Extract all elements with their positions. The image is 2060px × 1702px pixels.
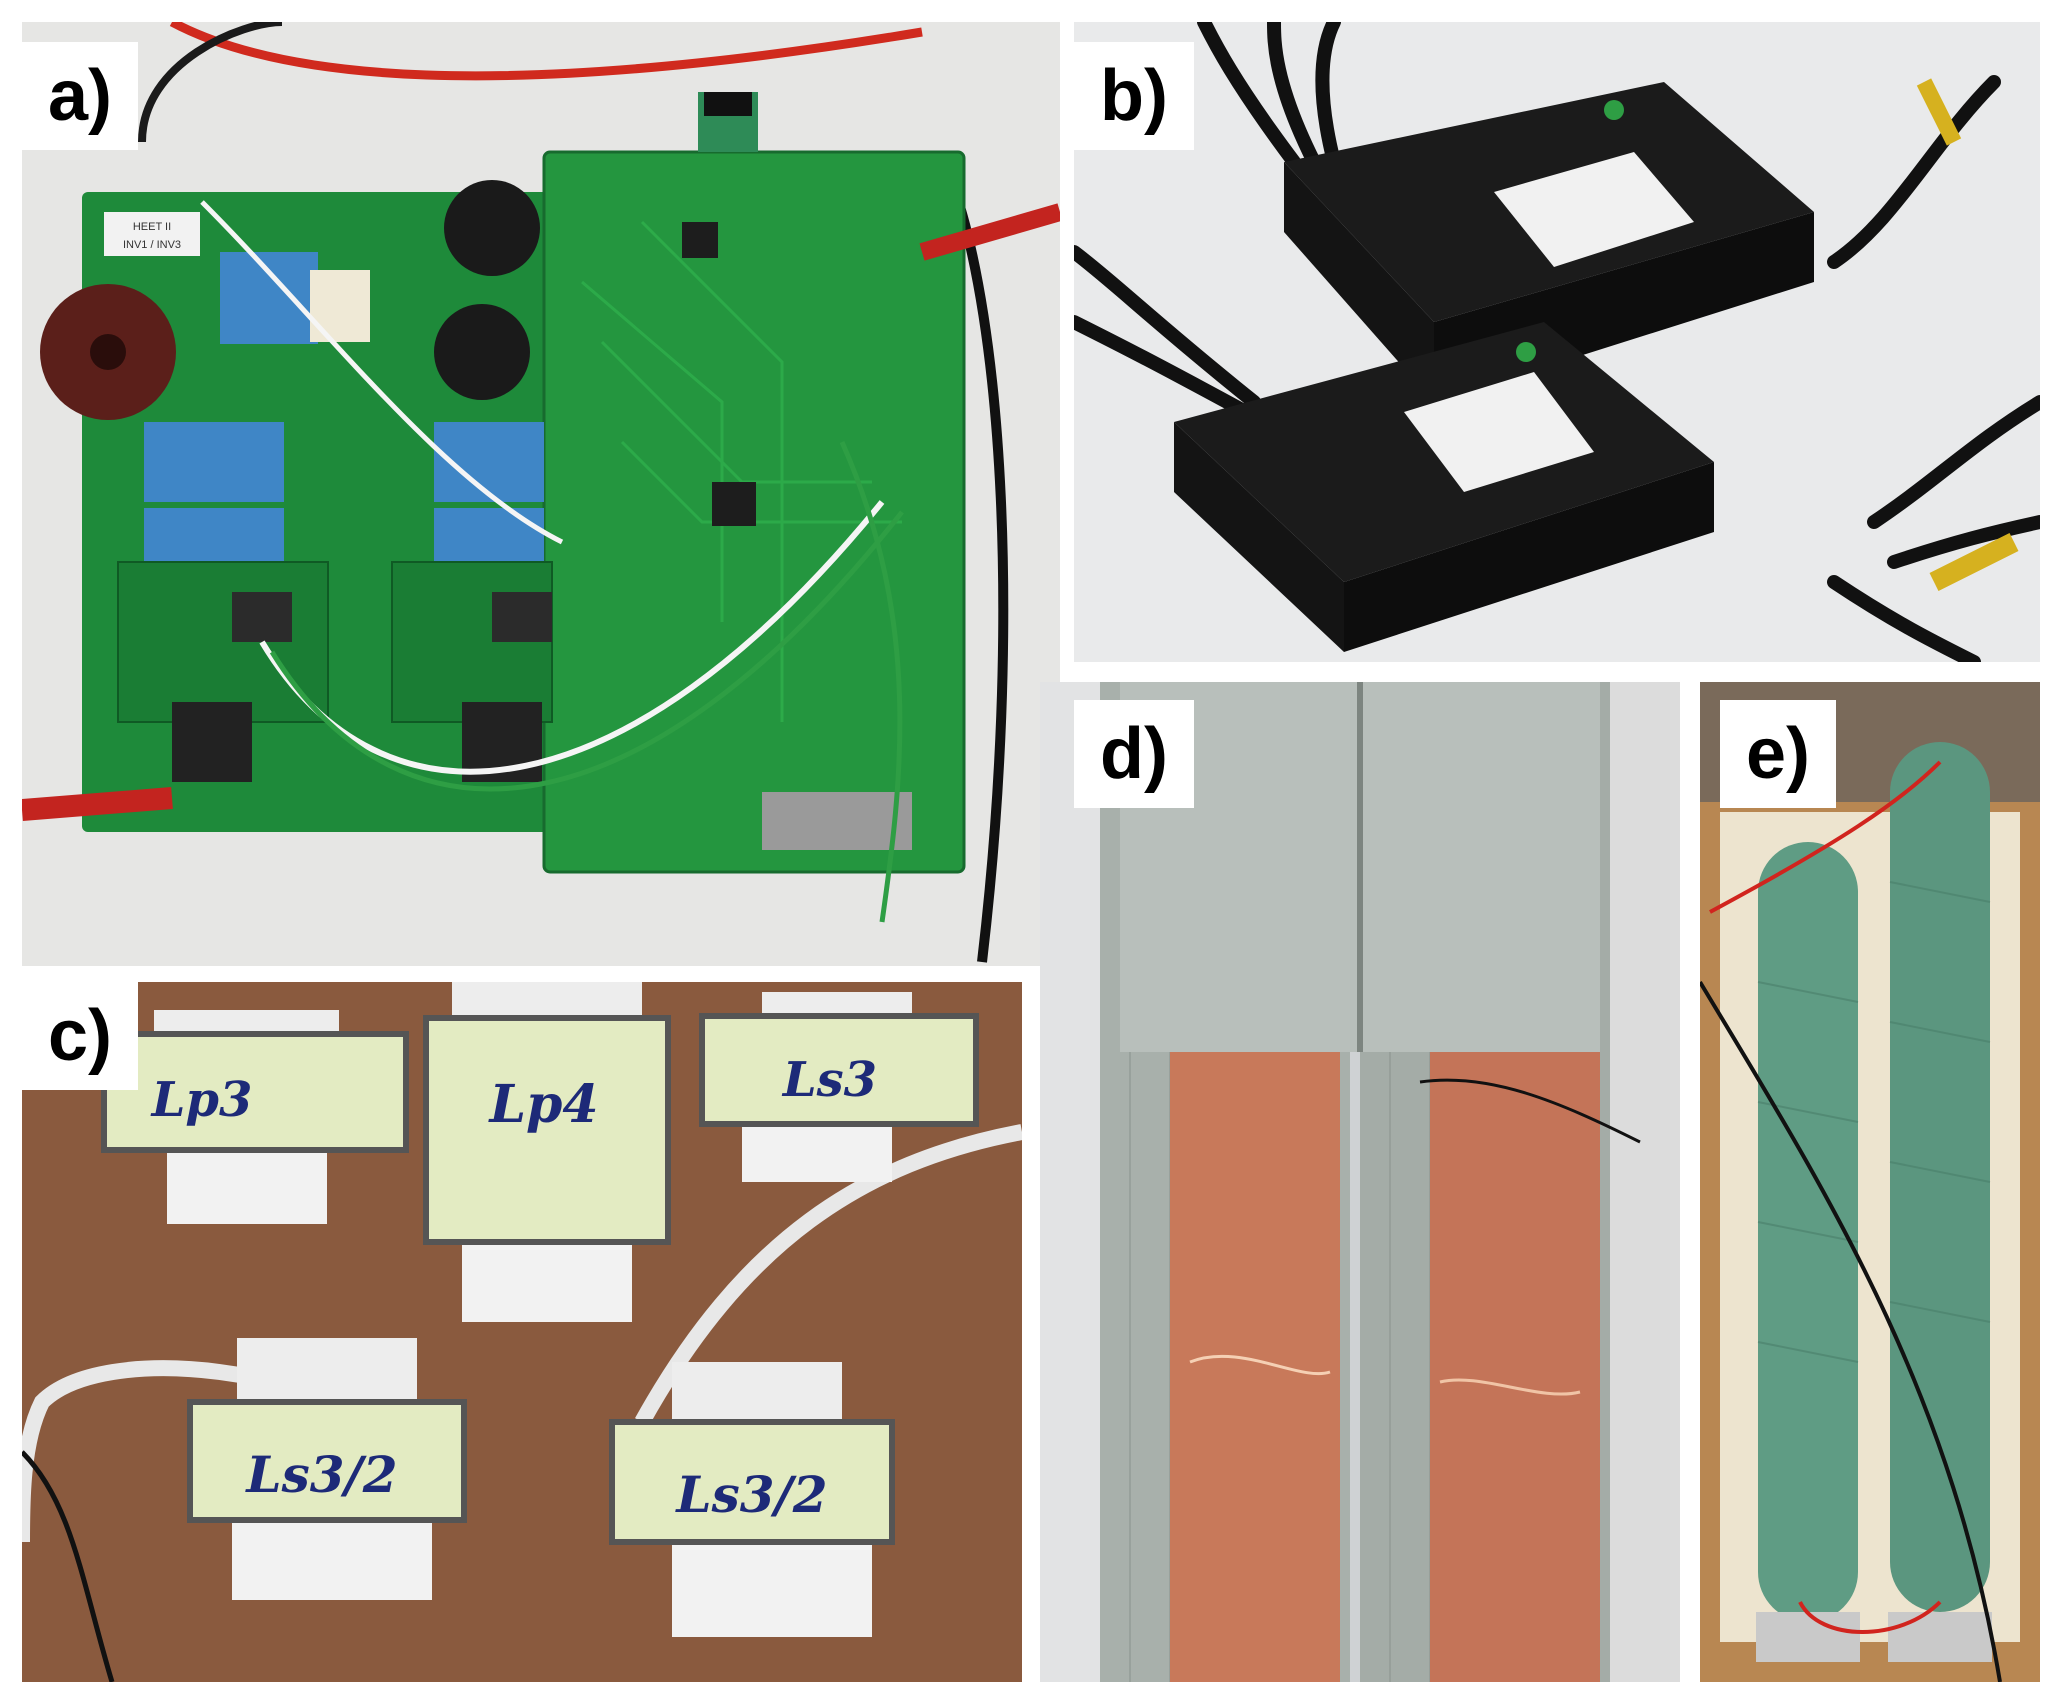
inductor-label-lp3: Lp3 (150, 1072, 253, 1128)
inductor-lp4: Lp4 (423, 982, 671, 1322)
pcb-silkscreen-line1: HEET II (133, 221, 171, 233)
inductor-ls3: Ls3 (699, 992, 979, 1182)
panel-label-c: c) (22, 982, 139, 1090)
pcb-photo: HEET II INV1 / INV3 (22, 22, 1060, 966)
inductor-ls3-2-left: Ls3/2 (187, 1338, 467, 1600)
inductors-photo: Lp3 Lp4 Ls3 Ls3/2 Ls3/2 (22, 982, 1022, 1682)
inductor-label-lp4: Lp4 (487, 1074, 598, 1135)
panel-e-photo (1700, 682, 2040, 1682)
panel-d-photo (1040, 682, 1680, 1682)
panel-label-b: b) (1074, 42, 1194, 150)
copper-photo (1040, 682, 1680, 1682)
inductor-lp3: Lp3 (101, 1010, 409, 1224)
modules-photo (1074, 22, 2040, 662)
pcb-silkscreen-line2: INV1 / INV3 (123, 239, 181, 251)
panel-b-photo (1074, 22, 2040, 662)
inductor-label-ls3: Ls3 (781, 1052, 877, 1108)
inductor-ls3-2-right: Ls3/2 (609, 1362, 895, 1637)
panel-label-e: e) (1720, 700, 1837, 808)
panel-label-d: d) (1074, 700, 1194, 808)
panel-c-photo: Lp3 Lp4 Ls3 Ls3/2 Ls3/2 (22, 982, 1022, 1682)
panel-a-photo: HEET II INV1 / INV3 (22, 22, 1060, 966)
inductor-label-ls3-2-left: Ls3/2 (244, 1445, 397, 1504)
panel-label-a: a) (22, 42, 139, 150)
inductor-label-ls3-2-right: Ls3/2 (674, 1465, 827, 1524)
resistors-photo (1700, 682, 2040, 1682)
